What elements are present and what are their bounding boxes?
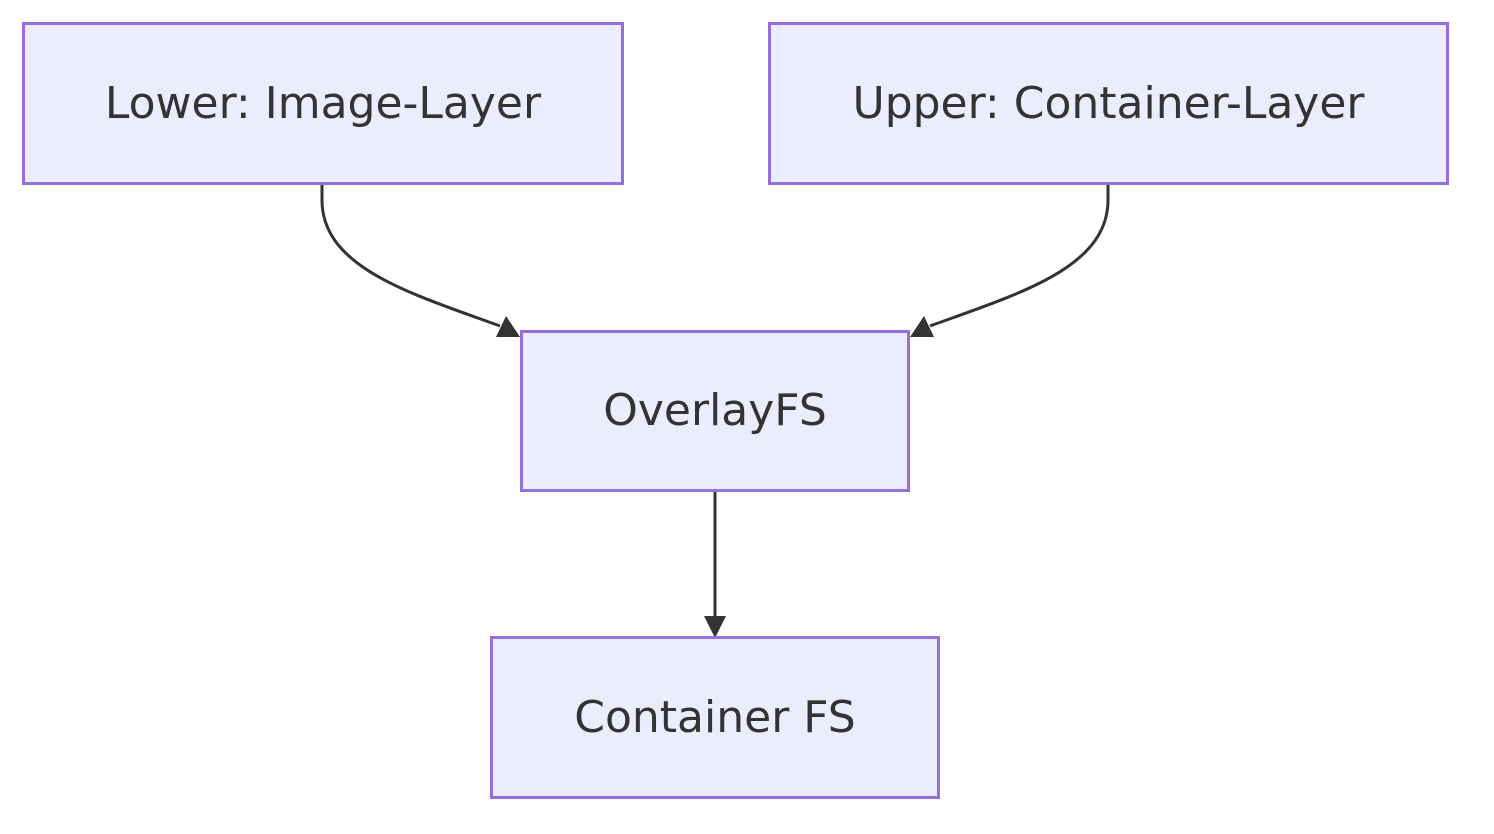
node-label: Lower: Image-Layer: [104, 77, 542, 129]
edge-lower-to-overlay: [320, 185, 501, 328]
node-container-fs: Container FS: [490, 636, 940, 799]
node-label: Upper: Container-Layer: [852, 77, 1365, 129]
node-upper-container-layer: Upper: Container-Layer: [768, 22, 1449, 185]
node-label: Container FS: [574, 691, 856, 743]
node-label: OverlayFS: [603, 385, 827, 436]
arrowhead-upper-to-overlay: [910, 316, 934, 337]
edge-upper-to-overlay: [929, 185, 1110, 328]
arrowhead-lower-to-overlay: [496, 316, 520, 337]
arrowhead-overlay-to-container: [704, 616, 726, 638]
node-lower-image-layer: Lower: Image-Layer: [22, 22, 624, 185]
node-overlayfs: OverlayFS: [520, 330, 910, 492]
